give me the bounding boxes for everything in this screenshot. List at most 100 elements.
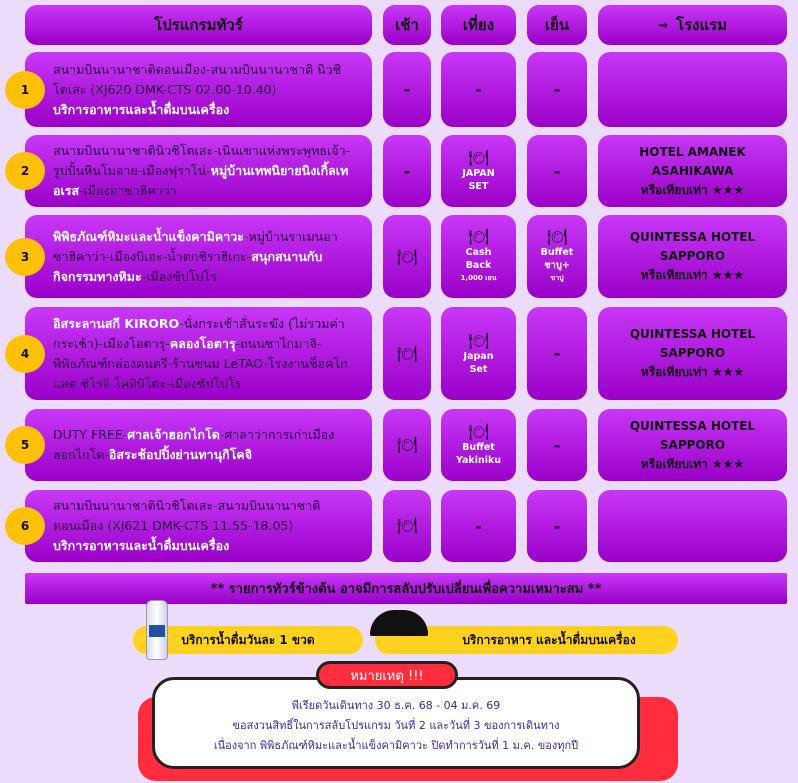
program-segment: ศาลเจ้าฮอกไกโด: [127, 427, 220, 442]
dinner-none: -: [553, 516, 561, 536]
plate-cutlery-icon: 🍽: [396, 343, 418, 363]
cloche-icon: [370, 610, 428, 636]
plate-cutlery-icon: 🍽: [396, 435, 418, 454]
dinner-cell: -: [527, 52, 587, 127]
program-text: สนามบินนานาชาติดอนเมือง-สนามบินนานาชาติ …: [53, 60, 353, 120]
dinner-cell: -: [527, 135, 587, 207]
breakfast-cell: 🍽: [383, 409, 431, 481]
lunch-label: 1,000 เยน: [460, 274, 497, 282]
program-segment: สนามบินนานาชาติดอนเมือง-สนามบินนานาชาติ …: [53, 61, 342, 97]
water-service-label: บริการน้ำดื่มวันละ 1 ขวด: [181, 632, 315, 647]
hotel-name: SAPPORO: [659, 346, 726, 360]
day-badge: 1: [5, 70, 45, 109]
bed-icon: ⇝: [657, 18, 668, 32]
program-segment: พิพิธภัณฑ์หิมะและน้ำแข็งคามิคาวะ: [53, 228, 244, 244]
lunch-cell: -: [441, 490, 516, 562]
program-segment: คลองโอตารุ: [169, 335, 236, 351]
hotel-rating: หรือเทียบเท่า ★★★: [640, 456, 745, 471]
header-program: โปรแกรมทัวร์: [25, 5, 372, 45]
lunch-label: Japan: [463, 350, 494, 362]
water-bottle-icon: [146, 600, 168, 660]
lunch-label: Set: [469, 363, 488, 375]
hotel-name: QUINTESSA HOTEL: [629, 418, 756, 433]
breakfast-cell: 🍽: [383, 490, 431, 562]
header-dinner: เย็น: [527, 5, 587, 45]
dinner-cell: -: [527, 490, 587, 562]
hotel-name: SAPPORO: [659, 437, 726, 452]
lunch-cell: -: [441, 52, 516, 127]
program-cell: สนามบินนานาชาติดอนเมือง-สนามบินนานาชาติ …: [25, 52, 372, 127]
program-segment: -เมืองซัปโปโร: [141, 268, 217, 284]
hotel-cell: QUINTESSA HOTEL SAPPORO หรือเทียบเท่า ★★★: [598, 307, 787, 400]
day-badge: 3: [5, 237, 45, 276]
note-line: ขอสงวนสิทธิ์ในการสลับโปรแกรม วันที่ 2 แล…: [232, 719, 560, 732]
breakfast-none: -: [403, 161, 411, 181]
program-segment: บริการอาหารและน้ำดื่มบนเครื่อง: [53, 538, 230, 553]
header-hotel-label: โรงแรม: [676, 16, 728, 34]
hotel-name: HOTEL AMANEK: [639, 144, 746, 159]
hotel-name: ASAHIKAWA: [651, 163, 734, 178]
hotel-name: QUINTESSA HOTEL: [629, 327, 756, 341]
program-segment: -หมู่บ้านราเมนอาซาฮิคาว่า-เมืองบิเอะ-น้ำ…: [53, 228, 338, 264]
header-lunch: เที่ยง: [441, 5, 516, 45]
day-badge: 6: [5, 507, 45, 545]
breakfast-cell: -: [383, 52, 431, 127]
lunch-label: Cash: [465, 247, 492, 258]
day-badge: 5: [5, 426, 45, 464]
hotel-rating: หรือเทียบเท่า ★★★: [640, 182, 745, 197]
program-segment: -ศาลาว่าการเก่าเมืองฮอกไกโด-: [53, 427, 335, 462]
dinner-label: Buffet: [540, 247, 574, 258]
hotel-name: SAPPORO: [659, 249, 726, 263]
dinner-none: -: [553, 80, 561, 99]
header-breakfast: เช้า: [383, 5, 431, 45]
program-segment: สนามบินนานาชาตินิวชิโตเสะ-สนามบินนานาชาต…: [53, 498, 321, 533]
note-line: เนื่องจาก พิพิธภัณฑ์หิมะและน้ำแข็งคามิคา…: [213, 739, 579, 752]
plate-cutlery-icon: 🍽: [468, 148, 489, 167]
breakfast-none: -: [403, 80, 411, 99]
hotel-cell: [598, 490, 787, 562]
header-hotel: ⇝ โรงแรม: [598, 5, 787, 45]
hotel-name: QUINTESSA HOTEL: [629, 230, 756, 244]
lunch-label: Back: [465, 260, 492, 271]
hotel-cell: QUINTESSA HOTEL SAPPORO หรือเทียบเท่า ★★★: [598, 409, 787, 481]
hotel-rating: หรือเทียบเท่า ★★★: [640, 365, 745, 379]
notice-banner: ** รายการทัวร์ข้างต้น อาจมีการสลับปรับเป…: [25, 573, 787, 604]
note-box: พีเรียดวันเดินทาง 30 ธ.ค. 68 - 04 ม.ค. 6…: [152, 677, 640, 769]
lunch-label: Buffet: [462, 442, 495, 453]
program-segment: บริการอาหารและน้ำดื่มบนเครื่อง: [53, 101, 230, 117]
program-segment: -ถนนซาไกมาจิ-พิพิธภัณฑ์กล่องดนตรี-ร้านขน…: [53, 335, 348, 391]
water-service-pill: บริการน้ำดื่มวันละ 1 ขวด: [133, 626, 363, 654]
day-badge: 4: [5, 334, 45, 373]
day-badge: 2: [5, 152, 45, 190]
program-cell: พิพิธภัณฑ์หิมะและน้ำแข็งคามิคาวะ-หมู่บ้า…: [25, 215, 372, 298]
program-cell: สนามบินนานาชาตินิวชิโตเสะ-สนามบินนานาชาต…: [25, 490, 372, 562]
dinner-cell: -: [527, 409, 587, 481]
lunch-none: -: [475, 516, 482, 536]
program-text: DUTY FREE-ศาลเจ้าฮอกไกโด-ศาลาว่าการเก่าเ…: [53, 425, 353, 465]
dinner-none: -: [553, 344, 561, 363]
note-title: หมายเหตุ !!!: [316, 661, 458, 689]
dinner-none: -: [553, 435, 561, 455]
hotel-rating: หรือเทียบเท่า ★★★: [640, 268, 745, 282]
program-segment: หมู่บ้านเทพนิยายนิงเกิ้ลเทอเรส: [53, 163, 349, 198]
meal-service-label: บริการอาหาร และน้ำดื่มบนเครื่อง: [462, 632, 636, 647]
lunch-label: Yakiniku: [455, 455, 502, 466]
program-segment: อิสระช้อปปิ้งย่านทานุกิโคจิ: [108, 447, 253, 462]
program-segment: -เมืองอาซาฮิคาว่า: [79, 183, 177, 198]
plate-cutlery-icon: 🍽: [396, 516, 418, 535]
program-text: พิพิธภัณฑ์หิมะและน้ำแข็งคามิคาวะ-หมู่บ้า…: [53, 227, 353, 287]
program-segment: สนามบินนานาชาตินิวชิโตเสะ-เนินเขาแห่งพระ…: [53, 143, 351, 178]
breakfast-cell: 🍽: [383, 307, 431, 400]
program-text: อิสระลานสกี KIRORO-นั่งกระเช้าสั่นระฆัง …: [53, 314, 353, 394]
hotel-cell: [598, 52, 787, 127]
dinner-label: ขาปู: [550, 274, 564, 282]
lunch-none: -: [475, 80, 482, 99]
program-text: สนามบินนานาชาตินิวชิโตเสะ-เนินเขาแห่งพระ…: [53, 141, 353, 201]
dinner-none: -: [553, 161, 561, 181]
plate-cutlery-icon: 🍽: [546, 227, 568, 246]
